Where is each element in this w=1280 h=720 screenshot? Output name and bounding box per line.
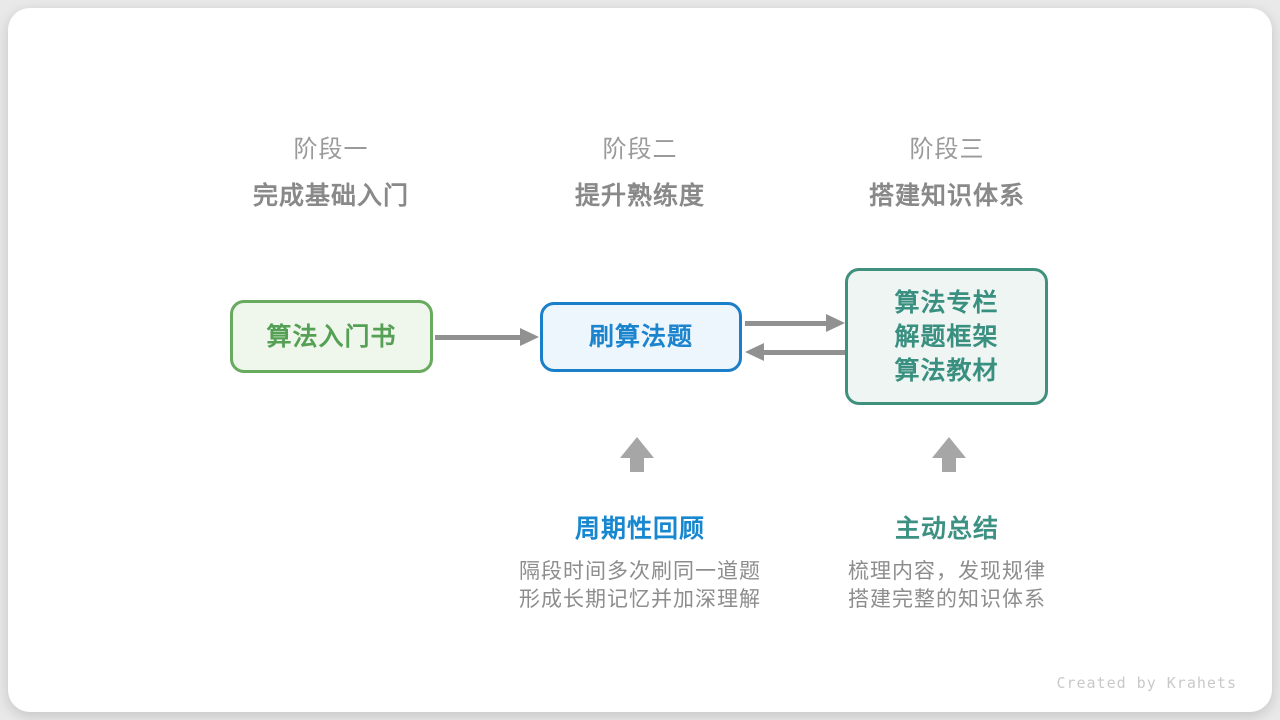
node-practice-problems-label: 刷算法题 bbox=[588, 323, 693, 351]
up-arrow-summary-icon bbox=[932, 437, 966, 472]
node-knowledge-sources-line-2: 解题框架 bbox=[894, 322, 999, 351]
arrow-box3-to-box2-icon bbox=[745, 343, 845, 361]
arrow-head-right-icon bbox=[520, 328, 539, 346]
annotation-summary-desc-line-1: 梳理内容，发现规律 bbox=[848, 560, 1046, 583]
node-intro-book: 算法入门书 bbox=[230, 300, 433, 373]
arrow-head-right-icon bbox=[826, 314, 845, 332]
annotation-review-desc-line-2: 形成长期记忆并加深理解 bbox=[519, 588, 761, 611]
arrow-shaft bbox=[764, 349, 845, 355]
stage-3-subtitle: 搭建知识体系 bbox=[868, 182, 1025, 210]
arrow-shaft bbox=[745, 320, 826, 326]
annotation-summary-desc: 梳理内容，发现规律 搭建完整的知识体系 bbox=[787, 558, 1107, 614]
up-arrow-stem bbox=[942, 458, 956, 472]
stage-2-subtitle: 提升熟练度 bbox=[574, 182, 705, 210]
arrow-shaft bbox=[435, 334, 520, 340]
arrow-head-left-icon bbox=[745, 343, 764, 361]
up-arrow-review-icon bbox=[620, 437, 654, 472]
diagram-card: 阶段一 完成基础入门 阶段二 提升熟练度 阶段三 搭建知识体系 算法入门书 刷算… bbox=[8, 8, 1272, 712]
node-knowledge-sources-line-1: 算法专栏 bbox=[894, 288, 999, 317]
node-knowledge-sources: 算法专栏 解题框架 算法教材 bbox=[845, 268, 1048, 405]
up-arrow-triangle bbox=[620, 437, 654, 458]
annotation-review-desc-line-1: 隔段时间多次刷同一道题 bbox=[519, 560, 761, 583]
stage-3-label: 阶段三 bbox=[909, 136, 985, 163]
arrow-box1-to-box2-icon bbox=[435, 328, 539, 346]
up-arrow-stem bbox=[630, 458, 644, 472]
stage-1-label: 阶段一 bbox=[293, 136, 369, 163]
arrow-box2-to-box3-icon bbox=[745, 314, 845, 332]
annotation-review-title: 周期性回顾 bbox=[574, 515, 705, 543]
node-intro-book-label: 算法入门书 bbox=[266, 322, 397, 351]
node-knowledge-sources-line-3: 算法教材 bbox=[894, 356, 999, 385]
annotation-summary-desc-line-2: 搭建完整的知识体系 bbox=[848, 588, 1046, 611]
node-practice-problems: 刷算法题 bbox=[540, 302, 742, 372]
credit-text: Created by Krahets bbox=[1056, 674, 1237, 692]
annotation-review-desc: 隔段时间多次刷同一道题 形成长期记忆并加深理解 bbox=[480, 558, 800, 614]
up-arrow-triangle bbox=[932, 437, 966, 458]
annotation-summary-title: 主动总结 bbox=[894, 515, 999, 543]
stage-2-label: 阶段二 bbox=[602, 136, 678, 163]
stage-1-subtitle: 完成基础入门 bbox=[252, 182, 409, 210]
